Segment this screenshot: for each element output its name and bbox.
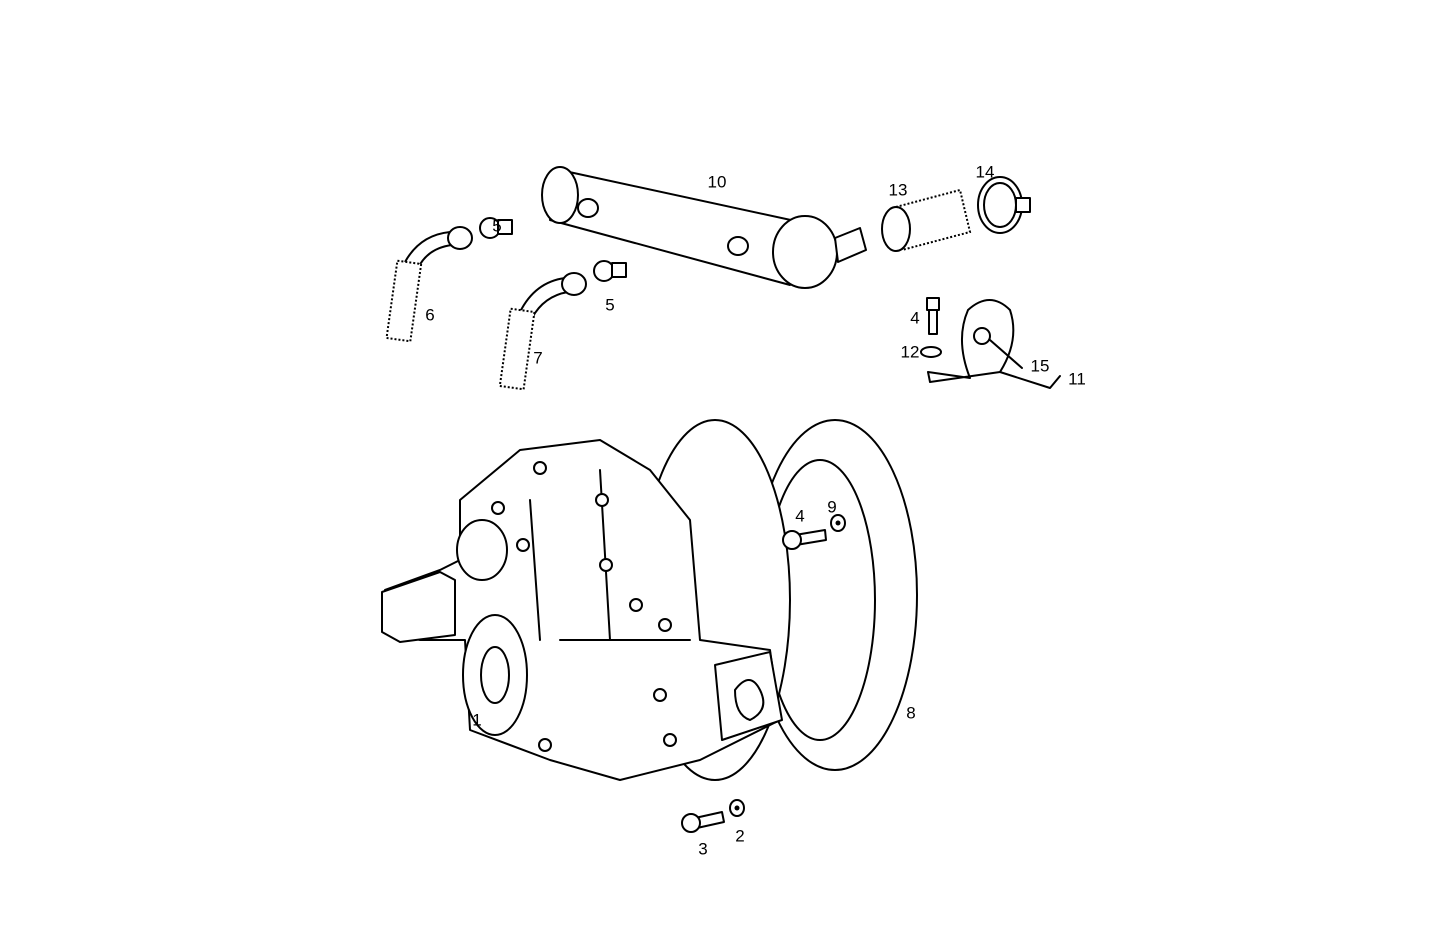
callout-14: 14	[975, 162, 995, 182]
callout-2: 2	[735, 826, 745, 846]
bolt-part-4b	[782, 529, 827, 550]
callout-11: 11	[1068, 369, 1086, 389]
callout-13: 13	[888, 180, 908, 200]
gearbox-part-1	[381, 419, 791, 781]
hose-clamp-part-14	[977, 176, 1031, 234]
washer-part-9	[830, 514, 846, 532]
fitting-part-5a	[479, 217, 513, 239]
bolt-part-3	[681, 811, 725, 833]
callout-3: 3	[698, 839, 708, 859]
callout-4b: 4	[795, 506, 805, 526]
callout-10: 10	[707, 172, 727, 192]
washer-part-2	[729, 799, 745, 817]
callout-15: 15	[1030, 356, 1050, 376]
callout-1: 1	[472, 710, 482, 730]
bracket-assembly-part-11	[920, 297, 1061, 389]
callout-8: 8	[906, 703, 916, 723]
hose-sleeve-part-13	[881, 188, 972, 252]
callout-7: 7	[533, 348, 543, 368]
flywheel-housing-part-8	[752, 419, 918, 771]
hose-part-6	[385, 226, 473, 343]
fitting-part-5b	[593, 260, 627, 282]
callout-4a: 4	[910, 308, 920, 328]
oil-cooler-part-10	[541, 166, 867, 289]
hose-part-7	[498, 272, 587, 391]
callout-9: 9	[827, 497, 837, 517]
callout-5a: 5	[492, 216, 502, 236]
callout-5b: 5	[605, 295, 615, 315]
callout-6: 6	[425, 305, 435, 325]
callout-12: 12	[900, 342, 920, 362]
